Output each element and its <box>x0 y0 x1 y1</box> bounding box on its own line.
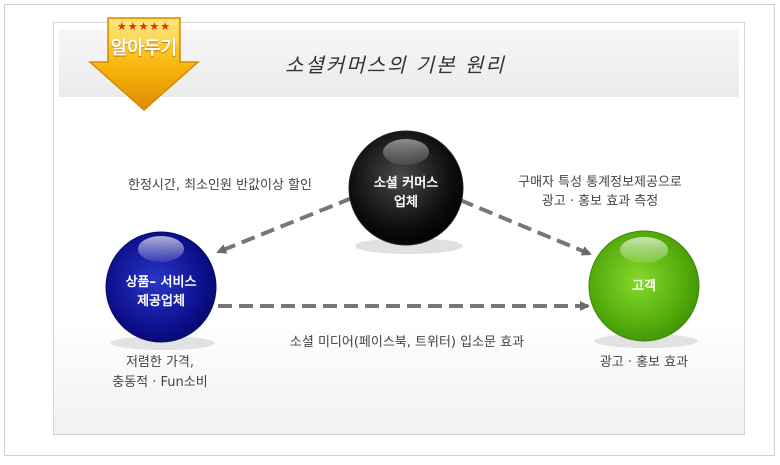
note-customer: 광고 · 홍보 효과 <box>599 355 689 370</box>
node-company-label-1: 소셜 커머스 <box>373 176 439 191</box>
edge-label-company-customer-1: 구매자 특성 통계정보제공으로 <box>518 175 682 190</box>
edge-label-company-provider: 한정시간, 최소인원 반값이상 할인 <box>128 178 312 193</box>
node-company-label-2: 업체 <box>394 195 418 210</box>
node-customer <box>588 230 700 348</box>
badge-arrow-icon <box>88 17 200 112</box>
badge-text: 알아두기 <box>110 38 178 59</box>
note-provider-1: 저렴한 가격, <box>125 355 195 370</box>
node-customer-label: 고객 <box>632 279 656 294</box>
node-provider-label-2: 제공업체 <box>137 294 185 309</box>
node-provider <box>105 231 217 350</box>
arrow-company-to-provider <box>216 196 353 254</box>
badge-stars: ★★★★★ <box>116 20 172 33</box>
note-provider-2: 충동적 · Fun소비 <box>112 375 208 390</box>
arrow-company-to-customer <box>459 198 592 256</box>
node-company <box>348 130 464 254</box>
edge-label-provider-customer: 소셜 미디어(페이스북, 트위터) 입소문 효과 <box>289 335 525 350</box>
page-title: 소셜커머스의 기본 원리 <box>285 53 506 77</box>
node-provider-label-1: 상품– 서비스 <box>125 275 197 290</box>
edge-label-company-customer-2: 광고 · 홍보 효과 측정 <box>541 194 659 209</box>
